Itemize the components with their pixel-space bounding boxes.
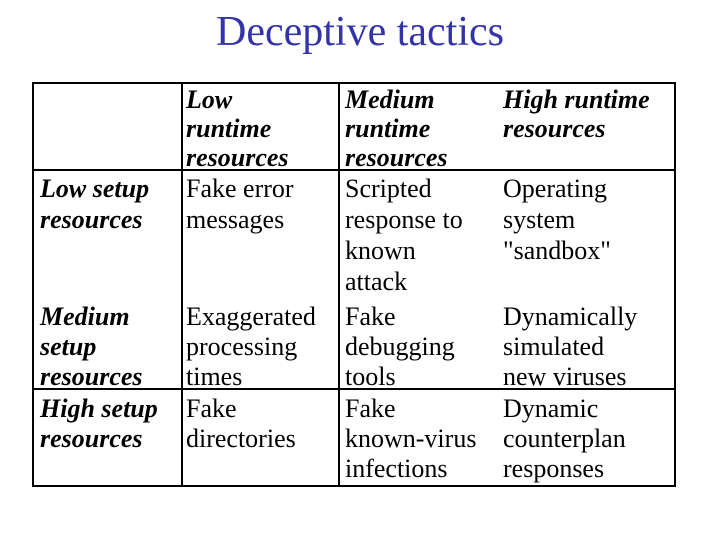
cell-os-sandbox: Operating system "sandbox"	[503, 174, 611, 265]
cell-scripted-response: Scripted response to known attack	[345, 174, 463, 296]
corner-cell	[34, 84, 183, 171]
row-label-medium-setup-resources: Medium setup resources	[34, 300, 183, 391]
row-label-high-setup-resources: High setup resources	[34, 390, 183, 485]
header-low-runtime-resources: Low runtime resources	[183, 84, 340, 171]
cell-fake-debugging-tools: Fake debugging tools	[340, 300, 497, 391]
cell-fake-directories: Fake directories	[183, 390, 340, 485]
cell-fake-error-messages: Fake error messages	[183, 171, 340, 300]
row-label-low-setup-resources: Low setup resources	[34, 171, 183, 300]
cell-exaggerated-processing-times: Exaggerated processing times	[183, 300, 340, 391]
header-medium-runtime-resources: Medium runtime resources	[340, 84, 497, 171]
slide-title: Deceptive tactics	[215, 9, 504, 55]
deceptive-tactics-table: Low runtime resources Medium runtime res…	[32, 82, 676, 487]
cell-dynamic-counterplan-responses: Dynamic counterplan responses	[503, 394, 626, 483]
cell-fake-known-virus-infections: Fake known-virus infections	[345, 394, 477, 483]
header-high-runtime-resources: High runtime resources	[497, 84, 674, 171]
cell-dynamically-simulated-viruses: Dynamically simulated new viruses	[497, 300, 674, 391]
